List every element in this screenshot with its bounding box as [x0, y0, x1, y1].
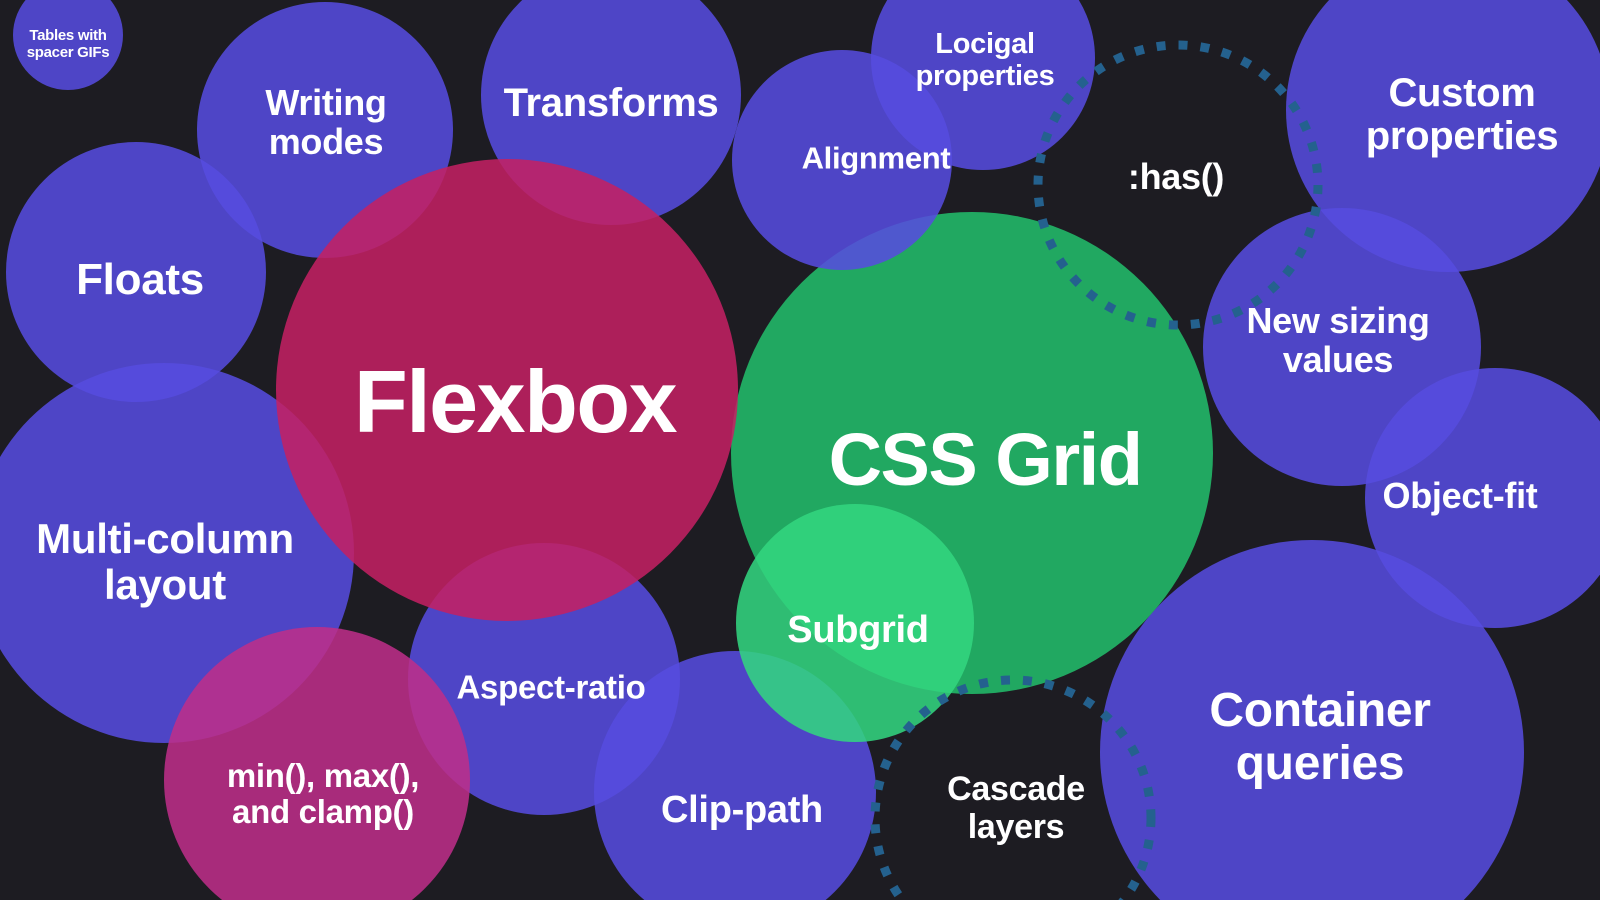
bubble-label-line: :has() [1127, 156, 1225, 197]
bubble-label-css-grid: CSS Grid [828, 418, 1143, 501]
bubble-label-line: Container [1209, 684, 1431, 737]
bubble-label-line: Floats [76, 255, 204, 304]
bubble-label-line: Multi-column [36, 515, 294, 562]
bubble-label-line: Transforms [503, 81, 719, 125]
bubble-label-floats: Floats [76, 257, 204, 303]
bubble-label-line: Custom [1388, 71, 1536, 115]
bubble-label-line: Alignment [801, 140, 951, 176]
bubble-label-subgrid: Subgrid [787, 609, 929, 651]
bubble-label-line: Writing [265, 82, 387, 123]
bubble-label-line: Cascade [947, 770, 1085, 808]
bubble-label-line: Locigal [935, 28, 1035, 60]
bubble-label-line: layout [104, 561, 226, 608]
bubble-label-line: spacer GIFs [26, 44, 110, 61]
bubble-label-line: modes [268, 121, 384, 162]
bubble-container-queries [1100, 540, 1524, 900]
bubble-label-line: values [1282, 339, 1394, 380]
bubble-label-line: layers [967, 808, 1065, 846]
bubble-label-line: Clip-path [661, 789, 823, 831]
bubble-label-line: and clamp() [232, 793, 414, 830]
bubble-min-max-clamp [164, 627, 470, 900]
bubble-label-line: New sizing [1246, 300, 1430, 341]
bubble-label-line: properties [915, 60, 1055, 92]
bubble-alignment [732, 50, 952, 270]
bubble-label-object-fit: Object-fit [1383, 477, 1538, 515]
bubble-label-line: CSS Grid [828, 418, 1143, 501]
bubble-label-clip-path: Clip-path [661, 790, 823, 830]
bubble-label-flexbox: Flexbox [353, 352, 678, 451]
bubble-label-line: Subgrid [787, 609, 929, 651]
bubble-label-min-max-clamp: min(), max(),and clamp() [226, 757, 420, 830]
bubble-label-line: properties [1365, 114, 1559, 158]
bubble-label-line: Tables with [29, 27, 107, 44]
bubble-floats [6, 142, 266, 402]
bubble-label-line: Flexbox [353, 352, 678, 451]
bubble-label-line: queries [1235, 737, 1405, 790]
bubble-label-line: min(), max(), [226, 757, 420, 794]
bubble-label-aspect-ratio: Aspect-ratio [457, 670, 646, 705]
bubble-label-alignment: Alignment [802, 142, 951, 175]
bubble-label-has-selector: :has() [1127, 156, 1225, 197]
bubble-tables-spacer-gifs [13, 0, 123, 90]
bubble-label-line: Object-fit [1382, 475, 1538, 516]
bubble-label-line: Aspect-ratio [456, 668, 646, 706]
bubble-label-transforms: Transforms [504, 82, 719, 124]
bubble-flexbox [276, 159, 738, 621]
